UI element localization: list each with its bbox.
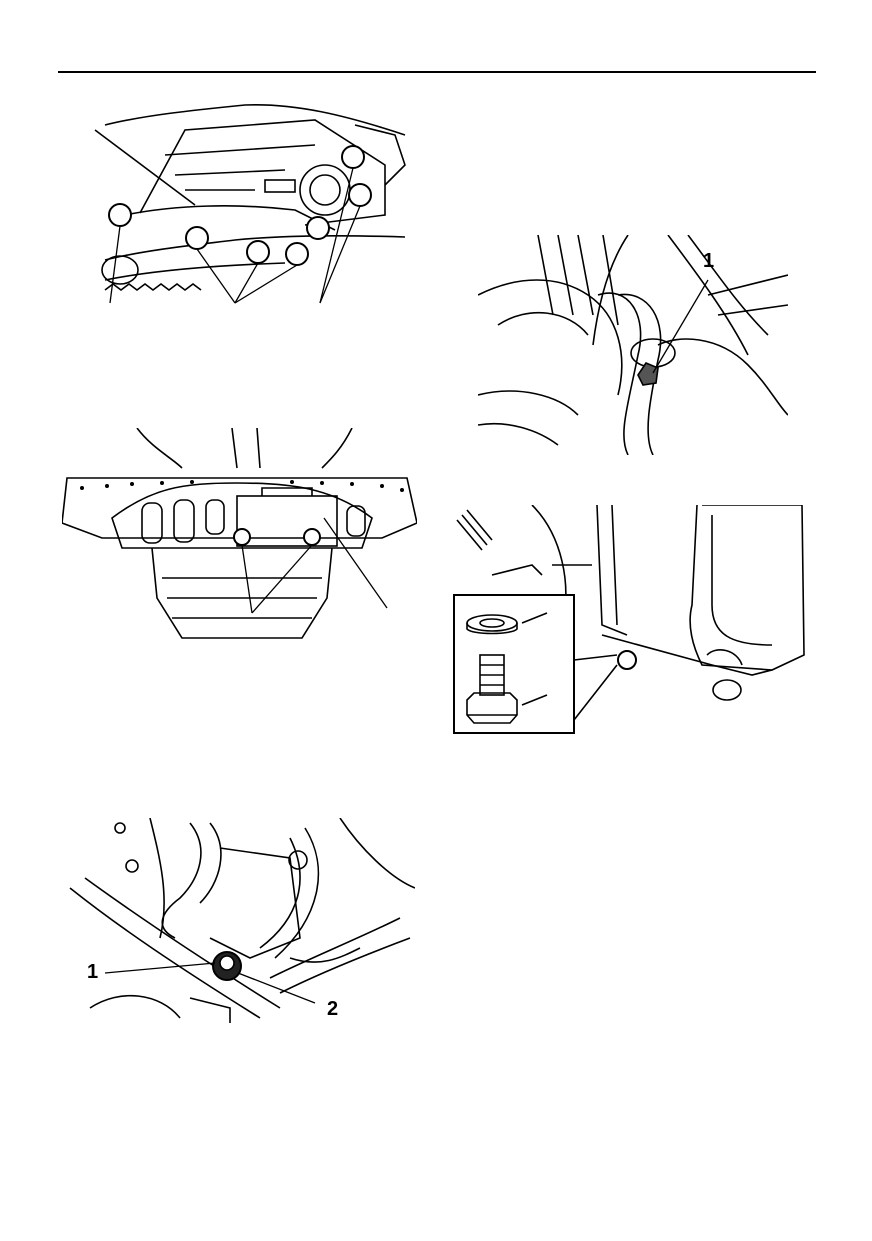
bolt-washer-illustration bbox=[69, 818, 415, 1023]
under-cover-illustration bbox=[62, 428, 417, 639]
callout-1: 1 bbox=[87, 961, 99, 983]
side-cover-illustration bbox=[94, 103, 406, 304]
drain-bolt-illustration bbox=[453, 505, 805, 734]
figure-oil-filler-cap: 1 bbox=[478, 235, 788, 455]
figure-side-cover-screws bbox=[85, 95, 415, 310]
oil-filler-illustration bbox=[478, 235, 788, 455]
callout-2: 2 bbox=[327, 998, 339, 1020]
header-rule bbox=[58, 71, 816, 73]
figure-drain-bolt bbox=[452, 505, 807, 735]
callout-1: 1 bbox=[703, 250, 715, 272]
figure-bolt-and-washer: 1 2 bbox=[60, 818, 415, 1038]
figure-under-cover-bolts bbox=[62, 428, 417, 643]
